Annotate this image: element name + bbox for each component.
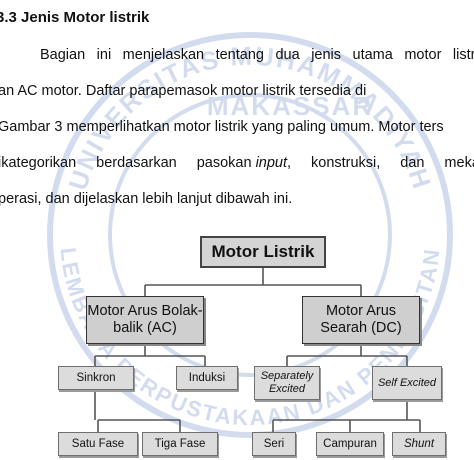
paragraph-line-2: an AC motor. Daftar parapemasok motor li…: [0, 83, 367, 99]
word: berdasarkan: [96, 155, 177, 171]
node-self-excited: Self Excited: [372, 366, 442, 400]
word-group: pasokan input,: [197, 154, 291, 172]
word: dan: [400, 155, 425, 171]
word: utama: [352, 47, 393, 63]
watermark-inner-ring: [108, 93, 392, 377]
node-motor-dc: Motor Arus Searah (DC): [302, 296, 420, 344]
word: ini: [96, 47, 112, 63]
paragraph-line-5: perasi, dan dijelaskan lebih lanjut diba…: [0, 191, 293, 207]
watermark-city-text: MAKASSAR: [207, 91, 373, 121]
node-motor-ac: Motor Arus Bolak-balik (AC): [86, 296, 204, 344]
node-motor-listrik: Motor Listrik: [200, 236, 326, 268]
word: Bagian: [40, 47, 86, 63]
node-satu-fase: Satu Fase: [58, 432, 138, 456]
node-seri: Seri: [252, 432, 296, 456]
node-sinkron: Sinkron: [58, 366, 134, 390]
paragraph-line-1: Bagian ini menjelaskan tentang dua jenis…: [40, 46, 474, 64]
word: mekan: [444, 155, 474, 171]
paragraph-line-3: Gambar 3 memperlihatkan motor listrik ya…: [0, 119, 444, 135]
node-induksi: Induksi: [176, 366, 238, 390]
node-separately-excited: Separately Excited: [254, 366, 320, 400]
watermark-outer-ring: [47, 32, 453, 438]
word: jenis: [311, 47, 342, 63]
node-shunt: Shunt: [392, 432, 446, 456]
word: menjelaskan: [122, 47, 205, 63]
paragraph-line-4: ikategorikan berdasarkan pasokan input, …: [0, 154, 474, 172]
word: tentang: [215, 47, 264, 63]
word: dua: [275, 47, 300, 63]
word: konstruksi,: [311, 155, 381, 171]
word: motor: [404, 47, 442, 63]
punctuation: ,: [287, 155, 292, 171]
word: pasokan: [196, 155, 252, 171]
word: listrik: [452, 47, 474, 63]
node-campuran: Campuran: [316, 432, 384, 456]
word: ikategorikan: [0, 155, 77, 171]
section-heading: 3.3 Jenis Motor listrik: [0, 9, 150, 26]
node-tiga-fase: Tiga Fase: [142, 432, 218, 456]
word-italic: input: [255, 155, 288, 171]
